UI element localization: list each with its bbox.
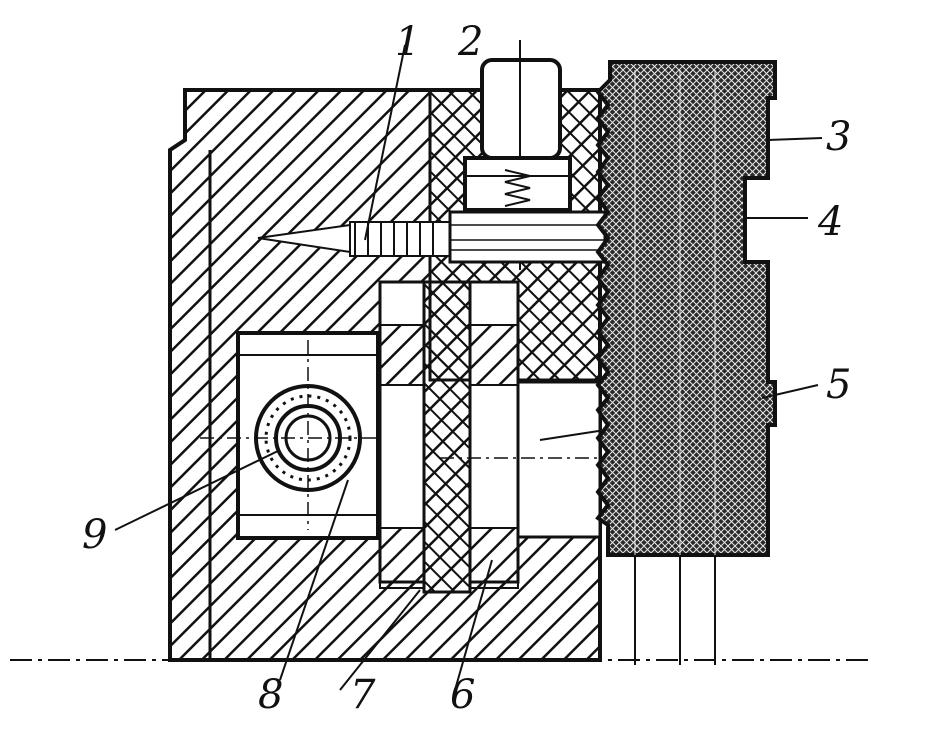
guide-block-lower-left xyxy=(379,527,425,589)
screw-thread xyxy=(354,222,434,256)
slide-block xyxy=(516,380,602,539)
roller-body xyxy=(595,60,777,557)
leader-9 xyxy=(114,449,281,531)
leader-8 xyxy=(279,479,349,681)
callout-9: 9 xyxy=(82,512,107,558)
leader-6 xyxy=(454,559,493,691)
guide-block-upper-right xyxy=(469,324,519,386)
guide-plate-centre xyxy=(422,280,472,594)
screw-body xyxy=(448,210,607,264)
leader-3 xyxy=(767,137,823,141)
callout-7: 7 xyxy=(350,672,376,718)
guide-block-lower-right xyxy=(469,527,519,589)
callout-1: 1 xyxy=(395,19,420,65)
bolt-spring xyxy=(504,169,531,207)
callout-6: 6 xyxy=(450,672,475,718)
callout-8: 8 xyxy=(258,672,283,718)
slide-arrow xyxy=(539,429,606,441)
leader-5 xyxy=(761,384,819,399)
callout-2: 2 xyxy=(457,19,483,65)
screw-body-lines xyxy=(450,224,605,251)
leader-1 xyxy=(364,44,406,241)
leader-7 xyxy=(339,589,421,691)
guide-block-upper-left xyxy=(379,324,425,386)
callout-4: 4 xyxy=(817,199,843,245)
callout-3: 3 xyxy=(826,114,851,160)
bolt-nut xyxy=(463,156,572,212)
callout-5: 5 xyxy=(826,362,851,408)
